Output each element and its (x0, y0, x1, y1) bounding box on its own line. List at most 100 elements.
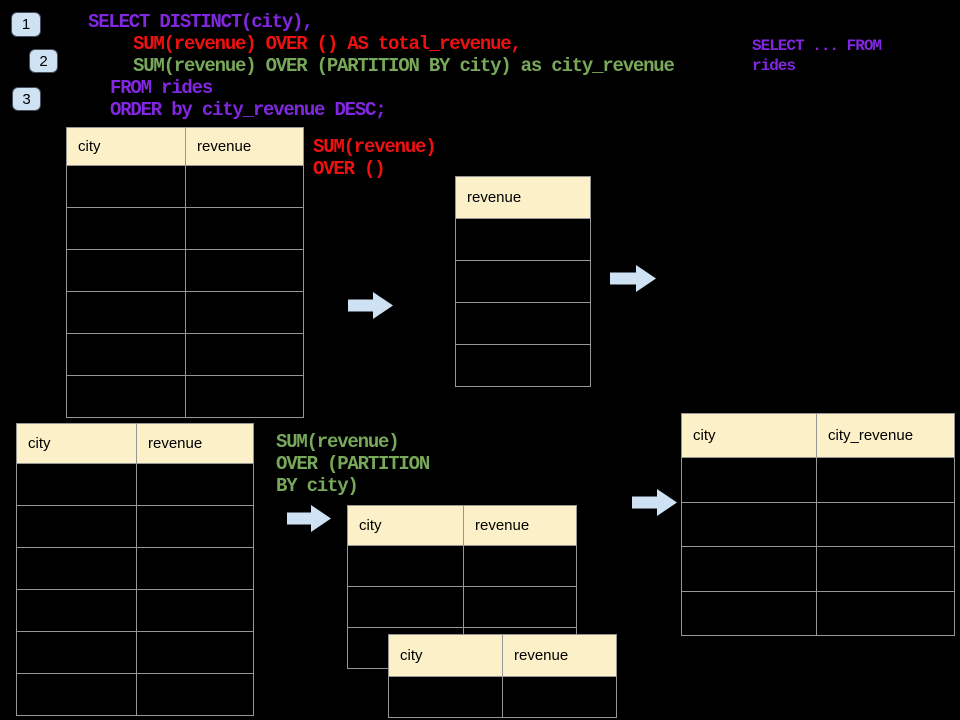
table-cell (16, 631, 137, 674)
table-row (16, 589, 254, 632)
table-cell (388, 676, 503, 718)
table-cell (681, 457, 817, 503)
table-cell (66, 333, 186, 376)
table-cell (66, 165, 186, 208)
flow-arrow-right-icon (610, 265, 656, 292)
table-row (455, 260, 591, 303)
step-badge-3: 3 (12, 87, 41, 111)
table-row (388, 676, 617, 718)
step-badge-3-label: 3 (22, 90, 31, 108)
table-cell (455, 260, 591, 303)
table-cell (66, 207, 186, 250)
annotation-partition-line2: OVER (PARTITION (276, 453, 430, 475)
col-header-revenue: revenue (455, 176, 591, 219)
table-cell (681, 501, 817, 547)
annotation-partition-line3: BY city) (276, 475, 359, 497)
table-row (66, 249, 304, 292)
table-cell (66, 249, 186, 292)
col-header-revenue: revenue (185, 127, 304, 166)
sql-line-total: SUM(revenue) OVER () AS total_revenue, (133, 33, 522, 55)
table-total-result: revenue (455, 176, 591, 387)
table-cell (136, 673, 254, 716)
annotation-partition-line1: SUM(revenue) (276, 431, 400, 453)
table-cell (185, 249, 304, 292)
table-cell (66, 375, 186, 418)
table-row (66, 375, 304, 418)
col-header-city-revenue: city_revenue (816, 413, 955, 458)
flow-arrow-right-icon (632, 489, 677, 516)
table-header-row: city revenue (66, 127, 304, 166)
col-header-city: city (388, 634, 503, 677)
table-row (455, 302, 591, 345)
annotation-total-line1: SUM(revenue) (313, 136, 437, 158)
table-row (455, 344, 591, 387)
table-cell (185, 333, 304, 376)
table-cell (16, 505, 137, 548)
table-partition-result: city city_revenue (681, 413, 955, 636)
col-header-revenue: revenue (136, 423, 254, 464)
table-cell (16, 673, 137, 716)
table-row (347, 586, 577, 628)
table-cell (136, 463, 254, 506)
table-cell (816, 501, 955, 547)
table-row (16, 505, 254, 548)
table-cell (455, 218, 591, 261)
table-cell (502, 676, 617, 718)
table-cell (136, 547, 254, 590)
sql-line-from: FROM rides (110, 77, 213, 99)
table-row (66, 207, 304, 250)
table-row (681, 457, 955, 503)
table-row (681, 546, 955, 592)
step-badge-2: 2 (29, 49, 58, 73)
table-cell (16, 463, 137, 506)
col-header-city: city (16, 423, 137, 464)
table-cell (455, 344, 591, 387)
table-cell (681, 590, 817, 636)
table-cell (136, 589, 254, 632)
table-row (16, 631, 254, 674)
flow-arrow-right-icon (287, 505, 331, 532)
sql-line-select: SELECT DISTINCT(city), (88, 11, 314, 33)
table-cell (185, 165, 304, 208)
table-row (66, 333, 304, 376)
table-row (16, 673, 254, 716)
sql-line-order: ORDER by city_revenue DESC; (110, 99, 387, 121)
table-cell (816, 590, 955, 636)
table-row (455, 218, 591, 261)
table-row (16, 463, 254, 506)
table-cell (816, 457, 955, 503)
table-cell (66, 291, 186, 334)
side-note-line2: rides (752, 57, 796, 75)
col-header-city: city (347, 505, 464, 546)
table-cell (455, 302, 591, 345)
table-source-bottom: city revenue (16, 423, 254, 716)
sql-line-partition: SUM(revenue) OVER (PARTITION BY city) as… (133, 55, 675, 77)
table-cell (347, 545, 464, 587)
col-header-city: city (681, 413, 817, 458)
table-row (681, 501, 955, 547)
step-badge-2-label: 2 (39, 52, 48, 70)
table-header-row: city city_revenue (681, 413, 955, 458)
col-header-revenue: revenue (502, 634, 617, 677)
step-badge-1: 1 (11, 12, 41, 37)
table-partition-page2: city revenue (388, 634, 617, 718)
table-source-top: city revenue (66, 127, 304, 418)
table-cell (463, 545, 577, 587)
table-header-row: city revenue (388, 634, 617, 677)
table-header-row: revenue (455, 176, 591, 219)
table-row (66, 165, 304, 208)
table-cell (463, 586, 577, 628)
table-row (16, 547, 254, 590)
col-header-revenue: revenue (463, 505, 577, 546)
table-header-row: city revenue (16, 423, 254, 464)
table-cell (185, 375, 304, 418)
col-header-city: city (66, 127, 186, 166)
table-row (66, 291, 304, 334)
table-header-row: city revenue (347, 505, 577, 546)
table-cell (16, 547, 137, 590)
table-cell (136, 505, 254, 548)
table-cell (136, 631, 254, 674)
table-cell (185, 207, 304, 250)
table-cell (185, 291, 304, 334)
table-cell (347, 586, 464, 628)
